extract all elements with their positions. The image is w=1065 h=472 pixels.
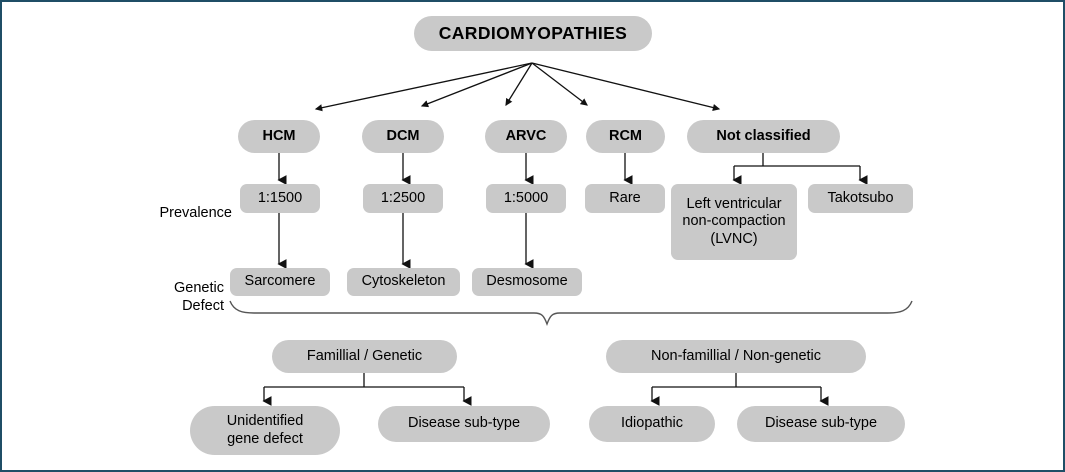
- node-label: Unidentified gene defect: [226, 413, 304, 447]
- node-label: Cytoskeleton: [361, 273, 446, 290]
- node-label: 1:2500: [380, 189, 426, 206]
- node-label: Left ventricular non-compaction (LVNC): [682, 196, 786, 247]
- node-rcm[interactable]: RCM: [586, 120, 665, 153]
- node-unidentified-gene-defect[interactable]: Unidentified gene defect: [190, 406, 340, 455]
- node-cytoskeleton[interactable]: Cytoskeleton: [347, 268, 460, 296]
- node-lvnc[interactable]: Left ventricular non-compaction (LVNC): [671, 184, 797, 260]
- row-label-prevalence: Prevalence: [132, 188, 232, 223]
- node-non-familial-non-genetic[interactable]: Non-famillial / Non-genetic: [606, 340, 866, 373]
- node-label: RCM: [608, 127, 643, 144]
- node-dcm-prevalence[interactable]: 1:2500: [363, 184, 443, 213]
- grouping-brace: [229, 300, 913, 326]
- node-label: DCM: [386, 127, 420, 144]
- node-label: Disease sub-type: [764, 415, 878, 432]
- row-label-text: Genetic Defect: [174, 280, 224, 314]
- node-not-classified[interactable]: Not classified: [687, 120, 840, 153]
- node-label: Desmosome: [486, 273, 568, 290]
- node-label: Rare: [609, 189, 641, 206]
- node-dcm[interactable]: DCM: [362, 120, 444, 153]
- node-label: Famillial / Genetic: [306, 347, 423, 364]
- node-hcm-prevalence[interactable]: 1:1500: [240, 184, 320, 213]
- node-hcm[interactable]: HCM: [238, 120, 320, 153]
- node-idiopathic[interactable]: Idiopathic: [589, 406, 715, 442]
- not-classified-edges: [732, 153, 868, 185]
- node-label: Disease sub-type: [407, 415, 521, 432]
- node-non-familial-disease-subtype[interactable]: Disease sub-type: [737, 406, 905, 442]
- node-label: Not classified: [716, 127, 811, 144]
- node-arvc[interactable]: ARVC: [485, 120, 567, 153]
- node-cardiomyopathies[interactable]: CARDIOMYOPATHIES: [414, 16, 652, 51]
- row-label-text: Prevalence: [159, 205, 232, 222]
- prevalence-to-defect-edges: [277, 213, 534, 269]
- node-label: HCM: [262, 127, 296, 144]
- node-familial-genetic[interactable]: Famillial / Genetic: [272, 340, 457, 373]
- node-label: 1:1500: [257, 189, 303, 206]
- node-desmosome[interactable]: Desmosome: [472, 268, 582, 296]
- node-label: CARDIOMYOPATHIES: [438, 23, 628, 44]
- node-takotsubo[interactable]: Takotsubo: [808, 184, 913, 213]
- non-familial-branch-edges: [650, 373, 829, 406]
- root-fan-edges: [314, 62, 721, 112]
- node-label: ARVC: [505, 127, 547, 144]
- row-label-genetic-defect: Genetic Defect: [132, 263, 224, 315]
- node-sarcomere[interactable]: Sarcomere: [230, 268, 330, 296]
- node-label: Sarcomere: [244, 273, 316, 290]
- node-familial-disease-subtype[interactable]: Disease sub-type: [378, 406, 550, 442]
- node-label: Non-famillial / Non-genetic: [650, 347, 822, 364]
- familial-branch-edges: [262, 373, 472, 406]
- type-to-prevalence-edges: [277, 153, 633, 185]
- node-rcm-prevalence[interactable]: Rare: [585, 184, 665, 213]
- node-label: 1:5000: [503, 189, 549, 206]
- node-label: Takotsubo: [827, 189, 894, 206]
- node-arvc-prevalence[interactable]: 1:5000: [486, 184, 566, 213]
- node-label: Idiopathic: [620, 415, 684, 432]
